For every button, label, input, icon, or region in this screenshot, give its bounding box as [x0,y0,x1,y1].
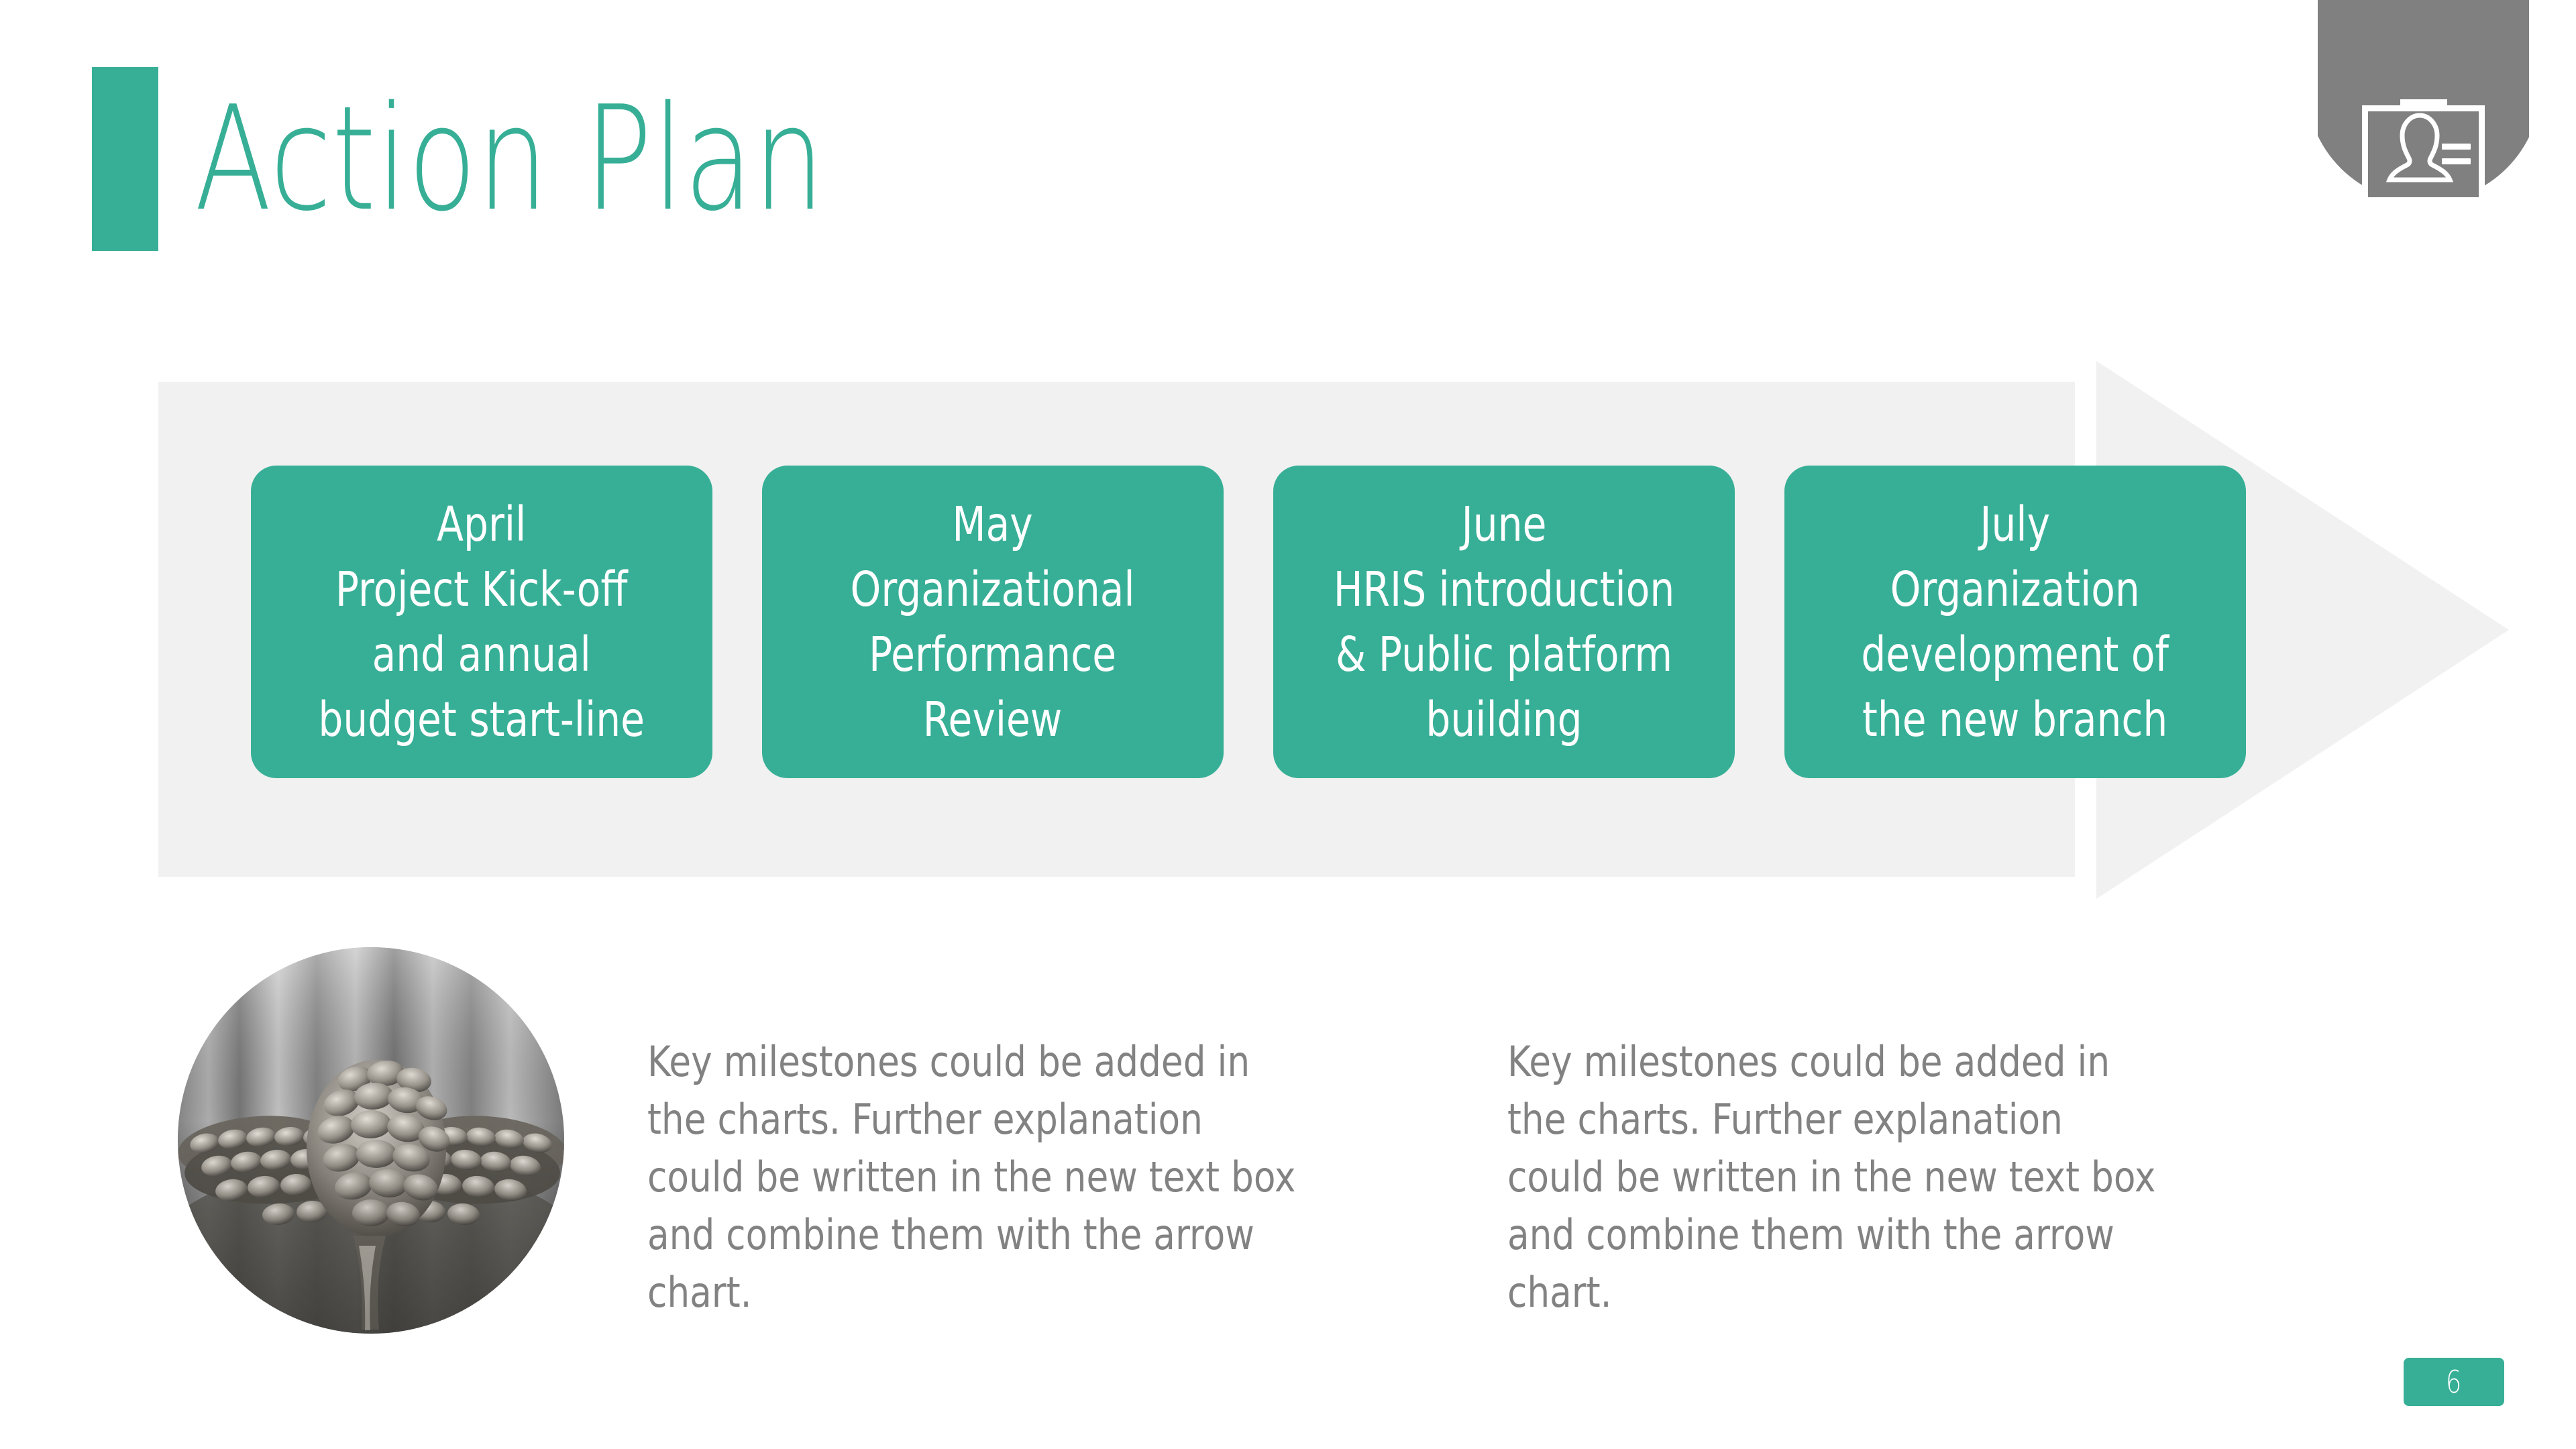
milestone-card-july[interactable]: July Organization development of the new… [1784,466,2246,778]
page-number-badge: 6 [2404,1358,2504,1406]
logo-dotted-ring [2318,40,2529,212]
title-accent-bar [92,67,158,251]
milestone-list: April Project Kick-off and annual budget… [251,466,2250,778]
milestone-text: April Project Kick-off and annual budget… [318,496,645,747]
pine-cone-photo [178,947,564,1334]
body-text-left: Key milestones could be added in the cha… [647,1037,1296,1317]
page-title: Action Plan [195,74,825,243]
milestone-card-april[interactable]: April Project Kick-off and annual budget… [251,466,712,778]
page-number: 6 [2446,1364,2462,1400]
id-badge-icon [2362,99,2485,203]
body-text-right: Key milestones could be added in the cha… [1507,1037,2156,1317]
milestone-text: May Organizational Performance Review [850,496,1136,747]
milestone-text: June HRIS introduction & Public platform… [1333,496,1675,747]
milestone-card-may[interactable]: May Organizational Performance Review [762,466,1224,778]
milestone-card-june[interactable]: June HRIS introduction & Public platform… [1273,466,1735,778]
milestone-text: July Organization development of the new… [1861,496,2169,747]
